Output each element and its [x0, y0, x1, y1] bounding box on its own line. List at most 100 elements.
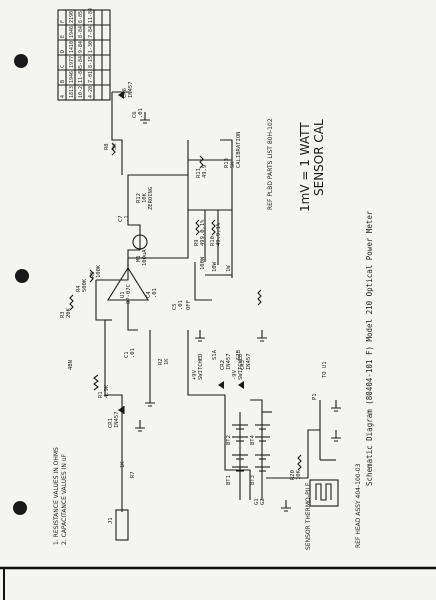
label-r3-value: 20K: [66, 307, 72, 318]
revision-cell: 7-01: [88, 71, 94, 83]
label-100w: 100W: [200, 256, 206, 270]
label-bt2: BT2: [226, 435, 232, 445]
revision-cell: 1946: [69, 26, 75, 38]
revision-cell: B: [60, 80, 66, 83]
label-meter-in: 4BN: [68, 360, 74, 370]
label-cr3: CR3: [240, 360, 246, 370]
label-r1: R1: [98, 391, 104, 398]
label-bt3: BT3: [250, 475, 256, 485]
thermopile-symbol: [309, 479, 339, 507]
revision-cell: 4-28: [88, 86, 94, 98]
revision-cell: E: [60, 35, 66, 38]
label-cr2: CR2: [220, 360, 226, 370]
note-capacitance: 2. CAPACITANCE VALUES IN uF: [61, 453, 68, 545]
label-m1: M1: [136, 255, 142, 262]
revision-cell: 7-84: [88, 26, 94, 38]
note-resistance: 1. RESISTANCE VALUES IN OHMS: [53, 447, 60, 545]
revision-cell: 1977: [69, 56, 75, 68]
wiring: [95, 91, 336, 512]
ground-symbols: [135, 112, 341, 512]
label-r1-value: 4.9K: [104, 384, 110, 398]
label-r2-value: 1K: [164, 358, 170, 365]
label-cr3-value: IN457: [246, 353, 252, 370]
label-r8-value: 5K: [112, 143, 118, 150]
label-r7: R7: [130, 471, 136, 478]
revision-cell: 1-30: [88, 41, 94, 53]
head-assembly-label: REF HEAD ASSY 404-100-03: [355, 463, 362, 548]
label-c4-value: .01: [152, 288, 158, 298]
parts-list-reference: REF PLBD PARTS LIST 80H-102: [267, 118, 274, 210]
label-u1: U1: [120, 291, 126, 298]
label-1w: 1W: [226, 265, 232, 272]
label-r6: 1K: [120, 461, 126, 468]
label-r2: R2: [158, 358, 164, 365]
label-c6-value: .01: [138, 108, 144, 118]
j1-connector: [115, 509, 129, 541]
label-c5-value: .01: [178, 300, 184, 310]
diode-symbols: [118, 91, 244, 414]
binder-hole-middle: [15, 269, 29, 283]
label-g2: G2: [260, 498, 266, 505]
revision-cell: 5-84: [78, 56, 84, 68]
label-to-u1: TO U1: [322, 361, 328, 378]
label-r9-value: 499.0,1%: [200, 219, 206, 246]
label-bt1: BT1: [226, 475, 232, 485]
revision-cell: C: [60, 65, 66, 68]
label-bt4: BT4: [250, 434, 256, 445]
label-switched-b: SWITCHED: [238, 354, 244, 381]
revision-cell: 11-84: [78, 68, 84, 83]
label-cr6: CR6: [122, 88, 128, 98]
label-plus9: +9V: [192, 369, 198, 380]
label-j1: J1: [108, 517, 114, 524]
calibration-note-line1: 1mV = 1 WATT: [298, 122, 312, 212]
label-r4: R4: [76, 285, 82, 292]
label-r5: R5: [90, 271, 96, 278]
revision-cell: D: [60, 50, 66, 53]
revision-cell: 8-15: [88, 56, 94, 68]
revision-cell: 6-85: [78, 11, 84, 23]
label-c7: C7: [118, 215, 124, 222]
label-c6: C6: [132, 111, 138, 118]
label-r20: R20: [290, 470, 296, 480]
label-s2: S2B: [236, 349, 242, 360]
label-r8: R8: [104, 143, 110, 150]
revision-cell: 9-84: [78, 41, 84, 53]
label-r11: R11: [196, 168, 202, 178]
label-off: OFF: [186, 300, 192, 310]
label-r13: R13: [224, 158, 230, 168]
revision-cell: 4: [60, 95, 66, 98]
label-calibration: CALIBRATION: [236, 132, 242, 168]
binder-hole-top: [14, 54, 28, 68]
binder-hole-bottom: [13, 501, 27, 515]
label-r10-value: 49.9,1%: [216, 222, 222, 246]
label-p1: P1: [312, 393, 318, 400]
label-u1-value: OP-07C: [126, 284, 132, 304]
revision-cell: 1410: [69, 41, 75, 53]
battery-stack: [232, 424, 270, 472]
component-labels: J1 R7 1K 4BN R1 4.9K CR1 IN457 R3 20K R4…: [60, 81, 328, 524]
label-cr1: CR1: [108, 418, 114, 428]
label-r3: R3: [60, 311, 66, 318]
label-cr6-value: IN457: [128, 81, 134, 98]
label-switched-a: SWITCHED: [198, 354, 204, 381]
revision-cell: 8-84: [78, 26, 84, 38]
label-r11-value: 49.9: [202, 165, 208, 178]
label-cr1-value: IN457: [114, 411, 120, 428]
revision-cell: 1946: [69, 71, 75, 83]
label-r10: R10: [210, 236, 216, 246]
label-r5-value: 100K: [96, 264, 102, 278]
label-r9: R9: [194, 239, 200, 246]
label-c1-value: .01: [130, 348, 136, 358]
label-s1: S1A: [212, 349, 218, 360]
label-r4-value: 500K: [82, 278, 88, 292]
resistor-symbols: [69, 142, 302, 471]
label-r13-value: 5K: [230, 161, 236, 168]
revision-cell: 10-2: [78, 86, 84, 98]
label-c4: C4: [146, 291, 152, 298]
label-g1: G1: [254, 498, 260, 505]
label-r12: R12: [136, 193, 142, 203]
label-zeroing: ZEROING: [148, 187, 154, 210]
